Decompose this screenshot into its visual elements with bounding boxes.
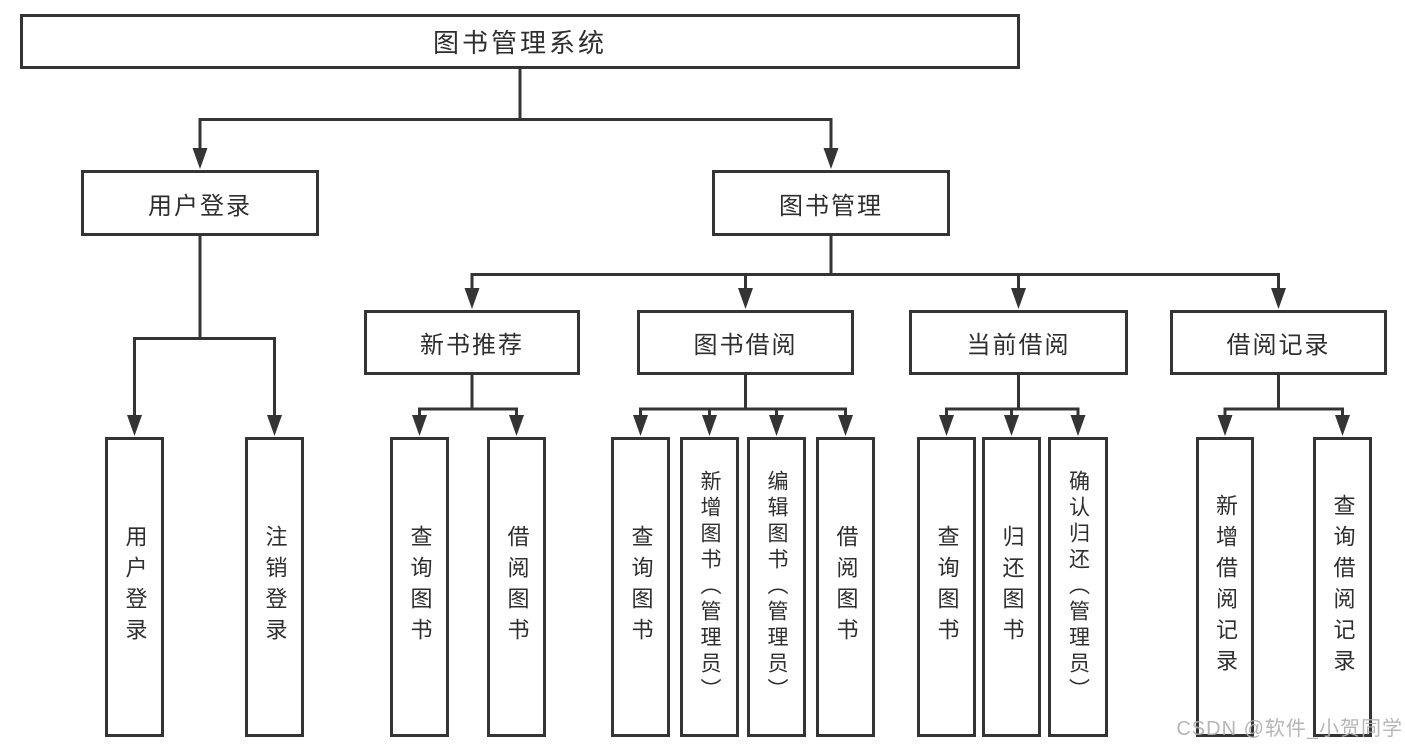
branch-new-book xyxy=(418,407,518,418)
arrowhead xyxy=(823,148,839,169)
arrowhead xyxy=(633,415,648,436)
leaf-logout: 注销登录 xyxy=(245,437,304,737)
leaf-recommend-borrow-books: 借阅图书 xyxy=(487,437,546,737)
arrowhead xyxy=(738,288,753,309)
node-user-login: 用户登录 xyxy=(81,170,319,236)
arrowhead xyxy=(1004,415,1019,436)
arrowhead xyxy=(1217,415,1233,436)
arrowhead xyxy=(509,415,524,436)
arrowhead xyxy=(412,415,427,436)
node-borrowing-records: 借阅记录 xyxy=(1170,310,1387,375)
branch-current-borrowing xyxy=(945,407,1080,418)
branch-borrow-records xyxy=(1223,407,1344,418)
branch-book-management xyxy=(470,273,1280,290)
node-book-borrowing: 图书借阅 xyxy=(637,310,854,375)
arrowhead xyxy=(1335,415,1350,436)
leaf-borrowing-borrow-books: 借阅图书 xyxy=(816,437,875,737)
arrowhead xyxy=(267,415,282,436)
leaf-current-query-books: 查询图书 xyxy=(917,437,976,737)
leaf-recommend-query-books: 查询图书 xyxy=(390,437,449,737)
leaf-records-query-borrow-record: 查询借阅记录 xyxy=(1313,437,1372,737)
arrowhead xyxy=(127,415,142,436)
leaf-borrowing-add-book-admin: 新增图书（管理员） xyxy=(680,437,739,737)
watermark-csdn: CSDN @软件_小贺同学 xyxy=(1176,718,1403,740)
arrowhead xyxy=(1271,288,1286,309)
branch-user-login xyxy=(133,337,276,418)
node-current-borrowing: 当前借阅 xyxy=(909,310,1128,375)
node-book-management: 图书管理 xyxy=(712,170,950,236)
arrowhead xyxy=(939,415,954,436)
arrowhead xyxy=(1011,288,1026,309)
arrowhead xyxy=(192,148,208,169)
arrowhead xyxy=(464,288,480,309)
branch-root xyxy=(198,118,833,152)
branch-book-borrowing xyxy=(639,407,847,418)
leaf-borrowing-query-books: 查询图书 xyxy=(611,437,670,737)
leaf-user-login: 用户登录 xyxy=(105,437,164,737)
arrowhead xyxy=(702,415,717,436)
node-new-book-recommendation: 新书推荐 xyxy=(364,310,580,375)
arrowhead xyxy=(838,415,853,436)
leaf-current-return-book: 归还图书 xyxy=(982,437,1041,737)
leaf-records-add-borrow-record: 新增借阅记录 xyxy=(1196,437,1254,737)
leaf-borrowing-edit-book-admin: 编辑图书（管理员） xyxy=(747,437,806,737)
leaf-current-confirm-return-admin: 确认归还（管理员） xyxy=(1048,437,1108,737)
arrowhead xyxy=(1070,415,1086,436)
arrowhead xyxy=(769,415,784,436)
node-root-library-system: 图书管理系统 xyxy=(20,14,1020,69)
